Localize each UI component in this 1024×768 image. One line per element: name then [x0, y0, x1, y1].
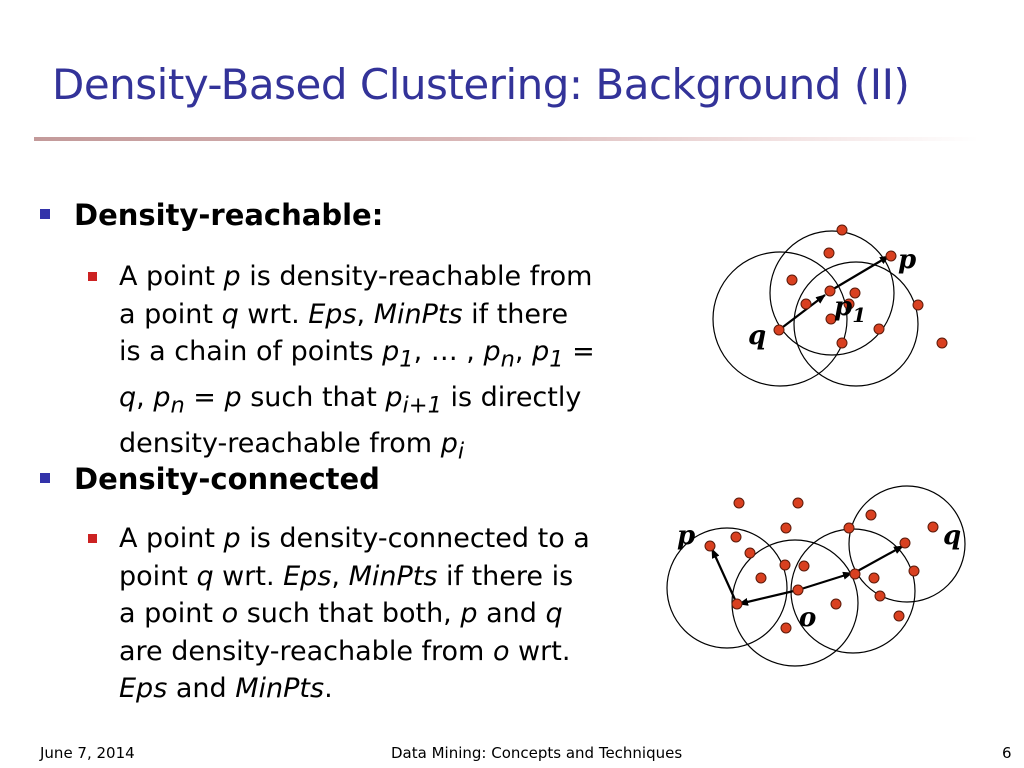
eps-neighborhood-circle [793, 261, 919, 387]
data-point [733, 497, 745, 509]
data-point [780, 622, 792, 634]
page-number: 6 [1002, 744, 1012, 762]
eps-neighborhood-circle [848, 485, 966, 603]
data-point [836, 224, 848, 236]
data-point [800, 298, 812, 310]
data-point [755, 572, 767, 584]
data-point [843, 522, 855, 534]
label-o: o [799, 603, 816, 633]
footer-title: Data Mining: Concepts and Techniques [391, 744, 683, 762]
eps-neighborhood-circle [666, 527, 788, 649]
data-point [936, 337, 948, 349]
square-bullet-icon [40, 209, 50, 219]
data-point [893, 610, 905, 622]
data-point [865, 509, 877, 521]
square-bullet-icon [88, 272, 97, 281]
heading-density-connected: Density-connected [74, 462, 380, 496]
heading-density-reachable: Density-reachable: [74, 198, 384, 232]
data-point [908, 565, 920, 577]
data-point [731, 598, 743, 610]
definition-text: A point p is density-reachable from a po… [119, 261, 595, 465]
data-point [899, 537, 911, 549]
bullet-density-reachable: Density-reachable: [40, 198, 383, 232]
data-point [786, 274, 798, 286]
definition-text: A point p is density-connected to a poin… [119, 523, 590, 704]
data-point [873, 323, 885, 335]
data-point [927, 521, 939, 533]
data-point [849, 568, 861, 580]
reachability-arrow [853, 545, 904, 574]
square-bullet-icon [88, 534, 97, 543]
bullet-density-connected: Density-connected [40, 462, 380, 496]
data-point [836, 337, 848, 349]
reachability-arrow [710, 548, 739, 605]
data-point [704, 540, 716, 552]
data-point [885, 250, 897, 262]
eps-neighborhood-circle [712, 251, 848, 387]
label-p1: p1 [834, 292, 866, 327]
reachability-arrow [738, 588, 799, 606]
label-q: q [943, 521, 961, 551]
data-point [792, 497, 804, 509]
data-point [825, 313, 837, 325]
eps-neighborhood-circle [790, 528, 916, 654]
data-point [744, 547, 756, 559]
data-point [773, 324, 785, 336]
data-points [773, 224, 948, 349]
density-reachable-diagram: p p1 q [712, 224, 948, 387]
data-point [824, 285, 836, 297]
reachability-arrow [778, 294, 826, 331]
data-point [792, 584, 804, 596]
definition-density-connected: A point p is density-connected to a poin… [88, 520, 590, 708]
data-point [730, 531, 742, 543]
data-point [798, 560, 810, 572]
definition-density-reachable: A point p is density-reachable from a po… [88, 258, 595, 471]
label-p: p [677, 521, 695, 551]
footer-date: June 7, 2014 [40, 744, 135, 762]
data-point [868, 572, 880, 584]
reachability-arrow [797, 571, 853, 592]
label-p: p [898, 245, 916, 275]
slide-title: Density-Based Clustering: Background (II… [52, 60, 910, 109]
data-point [830, 598, 842, 610]
data-point [780, 522, 792, 534]
reachability-arrow [829, 255, 890, 292]
density-connected-diagram: p q o [666, 485, 966, 667]
title-divider [34, 137, 979, 141]
eps-neighborhood-circle [769, 230, 895, 356]
data-points [704, 497, 939, 634]
data-point [779, 559, 791, 571]
data-point [849, 287, 861, 299]
data-point [823, 247, 835, 259]
label-q: q [748, 321, 766, 351]
data-point [912, 299, 924, 311]
data-point [874, 590, 886, 602]
data-point [843, 298, 855, 310]
square-bullet-icon [40, 473, 50, 483]
